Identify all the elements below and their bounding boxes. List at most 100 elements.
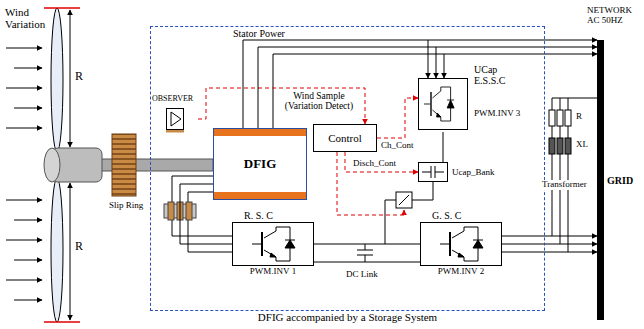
node-label: UCap E.S.S.C bbox=[474, 64, 522, 86]
stator-lines bbox=[243, 40, 597, 128]
edge-label: Wind Sample (Variation Detect) bbox=[277, 91, 361, 112]
control-signal bbox=[198, 88, 365, 124]
rotor-lines bbox=[172, 176, 232, 236]
control-signal bbox=[377, 98, 418, 138]
wind-arrows bbox=[14, 68, 42, 69]
converter-symbols bbox=[440, 227, 483, 261]
rotor-lines bbox=[172, 176, 232, 252]
dc-link bbox=[314, 244, 420, 262]
converter-symbols bbox=[424, 87, 454, 121]
stator-lines bbox=[444, 54, 445, 78]
radius-marks bbox=[44, 321, 80, 323]
control-signal bbox=[337, 152, 404, 215]
transformer-impedance bbox=[557, 110, 563, 126]
inverter-label: PWM.INV 2 bbox=[420, 266, 502, 277]
converter-box: R. S. C PWM.INV 1 bbox=[232, 210, 314, 277]
text-label: NETWORK AC 50HZ bbox=[586, 6, 640, 26]
edge-label: Ch_Cont bbox=[380, 141, 415, 151]
stator-bar bbox=[214, 192, 306, 199]
generator-box: DFIG bbox=[213, 128, 307, 200]
grid-bus: GRID bbox=[597, 40, 633, 320]
wind-arrows bbox=[6, 48, 42, 49]
power-line bbox=[502, 244, 597, 245]
text-label: Slip Ring bbox=[108, 201, 144, 211]
converter-outline bbox=[420, 222, 502, 266]
inverter-label: PWM.INV 1 bbox=[232, 266, 314, 277]
stator-lines bbox=[243, 40, 597, 128]
inverter-label: PWM.INV 3 bbox=[474, 108, 528, 118]
text-label: Wind Variation bbox=[4, 6, 56, 30]
power-line bbox=[443, 132, 444, 162]
hub-and-shaft bbox=[44, 148, 60, 182]
observer-symbol bbox=[166, 112, 184, 131]
bank-outline bbox=[418, 162, 448, 182]
text-label: R bbox=[575, 112, 583, 122]
converter-box: UCap E.S.S.C PWM.INV 3 bbox=[418, 62, 528, 132]
slip-ring bbox=[168, 202, 174, 220]
observer-box: OBSERVER bbox=[152, 94, 198, 130]
radius-marks bbox=[44, 7, 80, 9]
discharge-switch bbox=[399, 195, 409, 205]
text-label: Transformer bbox=[541, 180, 588, 190]
power-line bbox=[258, 47, 597, 128]
capacitor-bank: Ucap_Bank bbox=[418, 162, 495, 182]
node-label: OBSERVER bbox=[152, 94, 198, 104]
bus-bar bbox=[597, 40, 604, 320]
wind-arrows bbox=[6, 88, 42, 89]
hub-and-shaft bbox=[44, 134, 213, 196]
dc-link bbox=[357, 244, 373, 262]
node-label: DFIG bbox=[244, 156, 277, 172]
control-signal bbox=[345, 152, 418, 172]
slip-ring bbox=[186, 202, 192, 220]
grid-side-lines bbox=[502, 98, 597, 252]
stator-lines bbox=[436, 47, 437, 78]
transformer-impedance bbox=[557, 138, 563, 154]
converter-outline bbox=[232, 222, 314, 266]
converter-box: G. S. C PWM.INV 2 bbox=[420, 210, 502, 277]
control-signal bbox=[337, 152, 404, 215]
system-region: DFIG accompanied by a Storage SystemOBSE… bbox=[150, 26, 545, 311]
discharge-switch bbox=[396, 192, 412, 208]
transformer-impedance bbox=[549, 110, 555, 126]
wind-arrows bbox=[6, 240, 42, 241]
radius-dimension bbox=[70, 10, 71, 147]
stator-bar bbox=[214, 129, 306, 136]
stator-lines bbox=[428, 40, 429, 78]
node-label: R. S. C bbox=[232, 210, 314, 222]
observer-symbol bbox=[171, 112, 181, 126]
wind-arrows bbox=[6, 280, 42, 281]
node-label: G. S. C bbox=[420, 210, 502, 222]
hub-and-shaft bbox=[112, 134, 136, 196]
text-label: XL bbox=[575, 140, 589, 150]
discharge-switch bbox=[385, 200, 396, 244]
wind-arrows bbox=[6, 128, 42, 129]
grid-side-lines bbox=[502, 236, 597, 237]
control-box: Control bbox=[313, 124, 377, 152]
wind-arrows bbox=[6, 200, 42, 201]
text-label: R bbox=[74, 70, 84, 83]
edge-label: Disch_Cont bbox=[352, 159, 397, 169]
converter-symbols bbox=[252, 87, 483, 261]
dc-link bbox=[314, 262, 420, 263]
discharge-switch bbox=[385, 182, 433, 244]
text-label: R bbox=[74, 240, 84, 253]
edge-label: Stator Power bbox=[232, 28, 286, 39]
transformer-impedance bbox=[549, 138, 555, 154]
region-caption: DFIG accompanied by a Storage System bbox=[258, 311, 437, 323]
transformer-impedance bbox=[549, 110, 571, 154]
node-label: GRID bbox=[607, 175, 633, 186]
turbine-blades bbox=[51, 8, 63, 152]
converter-symbols bbox=[252, 227, 295, 261]
transformer-impedance bbox=[565, 138, 571, 154]
wind-arrows bbox=[14, 220, 42, 221]
grid-side-lines bbox=[552, 98, 597, 252]
text-label: DC Link bbox=[345, 270, 379, 280]
wind-arrows bbox=[14, 108, 42, 109]
capacitor-symbol bbox=[422, 166, 444, 178]
wind-arrows bbox=[6, 48, 42, 300]
rotor-lines bbox=[188, 192, 232, 252]
